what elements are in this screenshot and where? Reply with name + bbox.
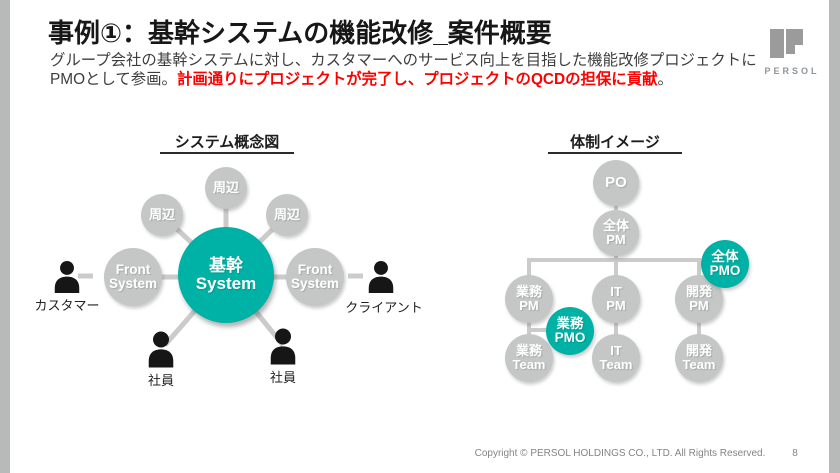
lead-text: グループ会社の基幹システムに対し、カスタマーへのサービス向上を目指した機能改修プ…: [50, 52, 757, 88]
persol-logo-icon: [770, 29, 803, 58]
it-team-node: IT Team: [592, 334, 640, 382]
page-title: 事例①：基幹システムの機能改修_案件概要: [48, 18, 552, 48]
lead-paragraph: グループ会社の基幹システムに対し、カスタマーへのサービス向上を目指した機能改修プ…: [50, 52, 778, 89]
org-diagram-heading: 体制イメージ: [548, 131, 682, 154]
page-number: 8: [792, 448, 798, 459]
biz-pm-node: 業務 PM: [505, 275, 553, 323]
peripheral-node-right: 周辺: [266, 194, 308, 236]
peripheral-node-top: 周辺: [205, 167, 247, 209]
overall-pmo-node: 全体 PMO: [701, 240, 749, 288]
core-system-node: 基幹 System: [178, 227, 274, 323]
actor-label-client: クライアント: [345, 300, 423, 315]
right-gray-strip: [829, 0, 840, 473]
peripheral-node-left: 周辺: [141, 194, 183, 236]
lead-highlight: 計画通りにプロジェクトが完了し、プロジェクトのQCDの担保に貢献: [176, 70, 658, 88]
dev-team-node: 開発 Team: [675, 334, 723, 382]
persol-logo: PERSOL: [762, 14, 822, 78]
po-node: PO: [593, 160, 639, 206]
front-system-node-right: Front System: [286, 248, 344, 306]
actor-label-customer: カスタマー: [34, 298, 100, 313]
person-icon-client: [368, 261, 394, 293]
person-icon-employee-right: [270, 328, 296, 365]
biz-team-node: 業務 Team: [505, 334, 553, 382]
footer-copyright: Copyright © PERSOL HOLDINGS CO., LTD. Al…: [474, 448, 766, 459]
person-icon-employee-left: [148, 331, 174, 368]
lead-period: 。: [657, 70, 673, 88]
system-diagram-heading: システム概念図: [160, 131, 294, 154]
it-pm-node: IT PM: [592, 275, 640, 323]
overall-pm-node: 全体 PM: [593, 210, 639, 256]
actor-label-employee-left: 社員: [147, 373, 174, 388]
front-system-node-left: Front System: [104, 248, 162, 306]
biz-pmo-node: 業務 PMO: [546, 307, 594, 355]
persol-wordmark: PERSOL: [764, 66, 820, 76]
actor-label-employee-right: 社員: [269, 370, 296, 385]
person-icon-customer: [54, 261, 80, 293]
left-gray-strip: [0, 0, 10, 473]
